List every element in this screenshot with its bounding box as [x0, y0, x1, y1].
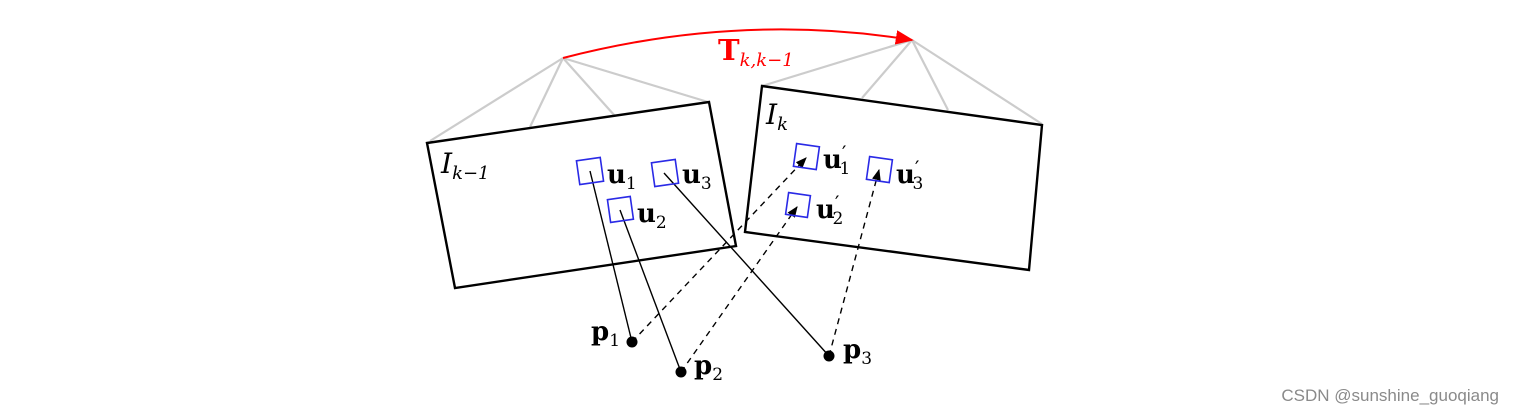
- watermark: CSDN @sunshine_guoqiang: [1281, 386, 1499, 405]
- frame-label-prev: Ik−1: [440, 147, 490, 184]
- projection-lines-prev: [589, 170, 830, 373]
- transform-subscript: k,k−1: [740, 50, 794, 71]
- frustum-prev: [429, 56, 709, 142]
- point-p2: [675, 366, 687, 378]
- feature-box-u1: [575, 156, 605, 186]
- point-label-p2: p2: [694, 351, 723, 385]
- frame-label-curr: Ik: [765, 98, 788, 135]
- feature-label-u2: u2: [637, 199, 667, 233]
- feature-box-u2: [606, 195, 635, 224]
- transform-label: Tk,k−1: [718, 33, 794, 71]
- feature-box-u2-prime: [784, 191, 812, 219]
- transform-symbol: T: [718, 33, 740, 67]
- image-plane-curr: [743, 84, 1044, 272]
- image-plane-prev: [425, 100, 738, 290]
- feature-box-u3: [650, 158, 680, 188]
- feature-boxes-curr: [784, 142, 894, 219]
- feature-boxes-prev: [575, 156, 680, 224]
- feature-label-u3-prime: u′3: [896, 156, 923, 194]
- point-p3: [823, 350, 835, 362]
- point-p1: [626, 336, 638, 348]
- feature-box-u3-prime: [865, 155, 894, 184]
- feature-label-u1: u1: [607, 160, 637, 194]
- frustum-curr: [761, 38, 1043, 125]
- feature-label-u3: u3: [682, 160, 712, 194]
- feature-label-u1-prime: u′1: [823, 141, 850, 179]
- point-label-p1: p1: [591, 317, 620, 351]
- feature-box-u1-prime: [792, 142, 821, 171]
- feature-label-u2-prime: u′2: [816, 191, 843, 229]
- point-label-p3: p3: [843, 335, 872, 369]
- transform-arrow: [562, 28, 914, 59]
- projection-lines-curr: [631, 157, 881, 373]
